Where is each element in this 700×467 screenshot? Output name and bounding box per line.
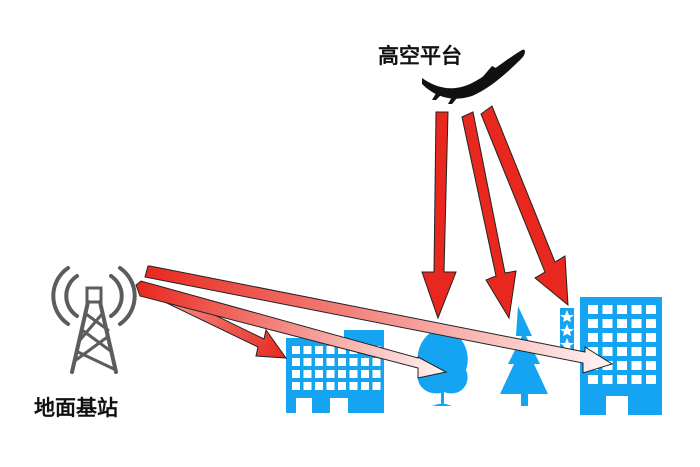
building-window [315, 358, 323, 366]
building-window [361, 370, 369, 378]
building-window [372, 358, 381, 366]
building-window [602, 375, 613, 384]
building-window [361, 382, 369, 390]
building-window [631, 333, 642, 342]
ground-beam-to-tree [135, 280, 448, 379]
building-window [292, 346, 300, 354]
building-window [631, 375, 642, 384]
ground-base-station-label: 地面基站 [34, 396, 118, 420]
building-window [617, 361, 627, 370]
building-window [631, 319, 642, 328]
building-window [602, 333, 613, 342]
building-window [338, 382, 346, 390]
building-window [617, 375, 627, 384]
antenna-tower-icon [51, 266, 137, 374]
building-window [315, 346, 323, 354]
building-window [617, 305, 627, 314]
building-window [338, 370, 346, 378]
building-window [338, 346, 346, 354]
building-window [646, 319, 656, 328]
building-window [326, 346, 335, 354]
building-window [326, 382, 335, 390]
aircraft-icon [422, 49, 525, 104]
building-window [617, 347, 627, 356]
building-window [588, 305, 598, 314]
building-window [292, 358, 300, 366]
building-window [315, 370, 323, 378]
building-window [303, 382, 312, 390]
building-window [315, 382, 323, 390]
building-window [372, 370, 381, 378]
building-window [617, 319, 627, 328]
building-window [372, 382, 381, 390]
building-window [292, 370, 300, 378]
building-window [303, 370, 312, 378]
platform-beam-1 [421, 111, 457, 320]
building-window [617, 333, 627, 342]
building-window [646, 361, 656, 370]
building-window [292, 382, 300, 390]
building-window [326, 370, 335, 378]
platform-beam-2 [461, 111, 517, 320]
platform-beam-3 [480, 105, 569, 307]
building-window [646, 305, 656, 314]
building-window [646, 347, 656, 356]
building-window [588, 319, 598, 328]
building-window [602, 347, 613, 356]
building-window [349, 358, 358, 366]
building-window [303, 346, 312, 354]
building-window [631, 347, 642, 356]
pine-tree-icon [500, 306, 548, 406]
building-window [361, 358, 369, 366]
building-window [646, 333, 656, 342]
building-window [349, 382, 358, 390]
tree-icon [417, 328, 468, 406]
building-window [602, 305, 613, 314]
building-window [631, 305, 642, 314]
building-window [349, 370, 358, 378]
building-window [326, 358, 335, 366]
building-window [631, 361, 642, 370]
building-window [338, 358, 346, 366]
ground-beams [135, 265, 614, 379]
platform-beams [421, 105, 569, 320]
ground-beam-to-tall-building [144, 265, 614, 374]
building-window [588, 333, 598, 342]
building-window [646, 375, 656, 384]
building-window [303, 358, 312, 366]
high-altitude-platform-label: 高空平台 [378, 44, 462, 68]
building-window [588, 375, 598, 384]
building-window [602, 319, 613, 328]
